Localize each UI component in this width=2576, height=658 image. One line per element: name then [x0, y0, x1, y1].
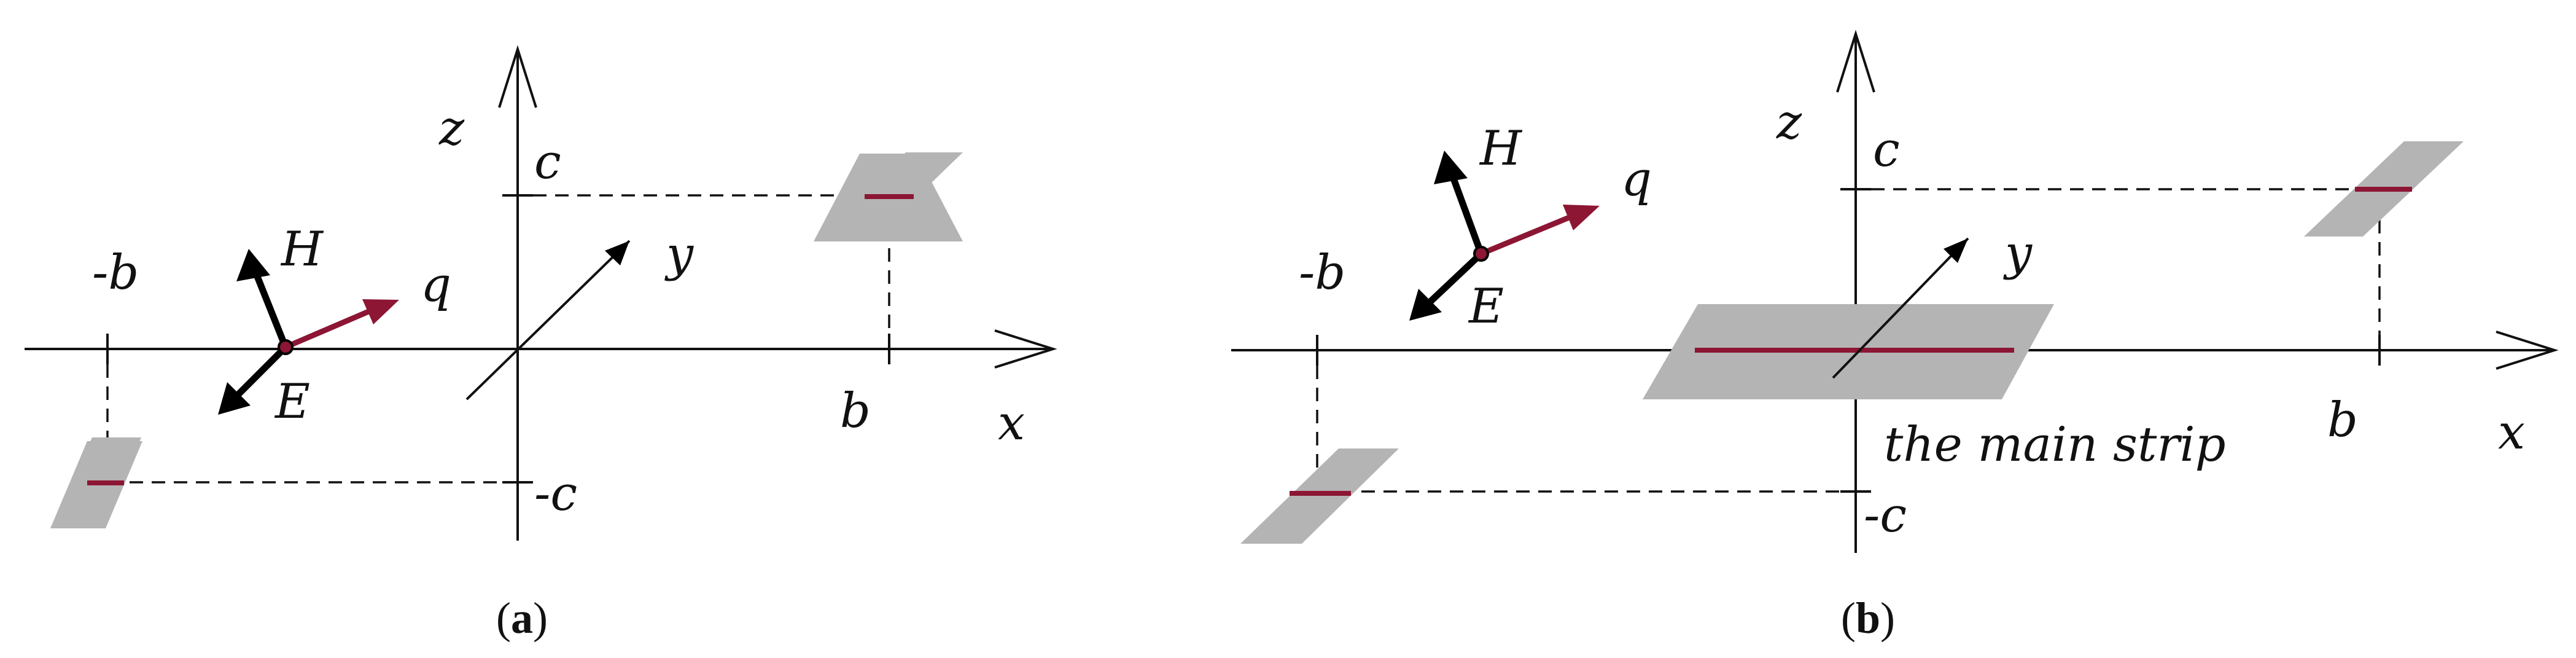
b-label-main-strip: the main strip: [1884, 417, 2226, 472]
b-vector-E: [1425, 251, 1484, 307]
b-label-z: z: [1776, 95, 1802, 150]
a-label-b: b: [840, 383, 871, 439]
b-label-x: x: [2498, 405, 2525, 460]
b-label-E: E: [1468, 279, 1504, 334]
b-label-c: c: [1873, 122, 1900, 178]
a-z-arrowhead: [498, 45, 537, 108]
a-vector-q: [284, 307, 373, 350]
a-y-axis: [465, 240, 631, 401]
b-label-neg-c: -c: [1864, 488, 1907, 543]
b-label-y: y: [2003, 225, 2033, 281]
b-vector-E-head: [1409, 289, 1442, 321]
b-label-b: b: [2327, 393, 2358, 448]
a-origin-dot: [278, 339, 294, 355]
b-label-q: q: [1621, 152, 1652, 207]
b-vector-q: [1480, 213, 1573, 257]
a-label-neg-b: -b: [92, 245, 139, 300]
b-vector-q-head: [1563, 205, 1600, 230]
a-y-arrowhead: [605, 241, 629, 265]
a-label-z: z: [438, 101, 465, 156]
b-y-arrowhead: [1944, 238, 1968, 263]
a-label-E: E: [274, 374, 310, 429]
a-vector-q-head: [362, 299, 399, 324]
a-label-y: y: [664, 227, 694, 282]
a-vector-H: [251, 268, 289, 349]
a-caption: (a): [496, 593, 548, 643]
b-origin-dot: [1473, 246, 1489, 262]
a-vector-H-head: [236, 249, 270, 281]
a-vector-E: [234, 345, 288, 399]
a-label-q: q: [421, 257, 451, 313]
b-y-axis: [1832, 237, 1969, 379]
a-x-arrowhead: [994, 329, 1057, 369]
b-vector-H: [1449, 174, 1485, 255]
panel-b: z y x c -c b -b H E q the main strip (b): [1231, 29, 2559, 643]
b-label-H: H: [1479, 121, 1523, 176]
b-x-arrowhead: [2496, 331, 2559, 370]
a-label-c: c: [534, 135, 561, 190]
b-strip-lower: [1240, 448, 1399, 544]
b-label-neg-b: -b: [1299, 245, 1345, 300]
a-vector-E-head: [218, 382, 251, 415]
a-label-H: H: [280, 222, 324, 277]
b-vector-H-head: [1434, 151, 1468, 184]
panel-a: z y x c -c b -b H E q (a): [25, 45, 1057, 643]
b-caption: (b): [1841, 593, 1895, 643]
a-label-x: x: [998, 396, 1025, 451]
b-z-arrowhead: [1836, 29, 1875, 93]
a-label-neg-c: -c: [534, 466, 577, 522]
